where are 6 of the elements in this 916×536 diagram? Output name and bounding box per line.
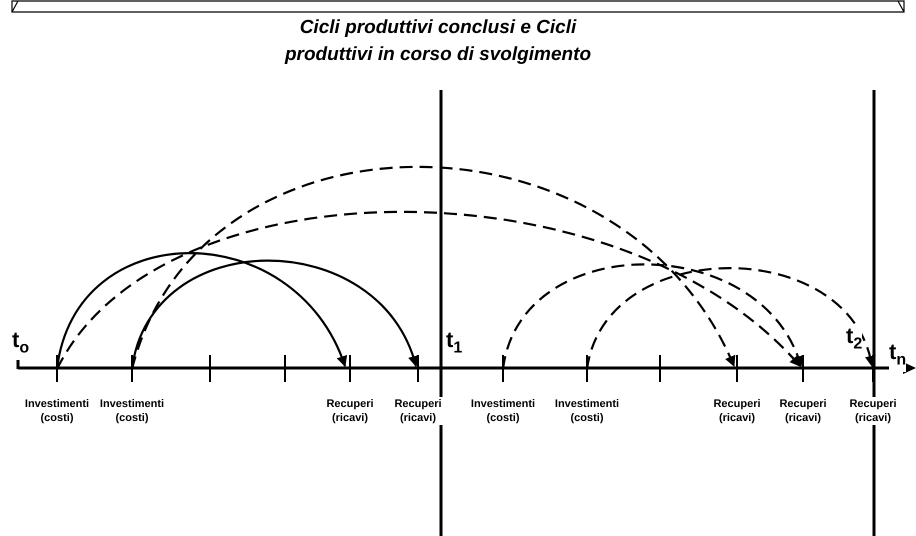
cycle-arrow [502, 263, 802, 370]
diagram-title: Cicli produttivi conclusi e Cicli produttivi in corso di svolgimento [284, 16, 592, 67]
cycle-arrow [130, 260, 418, 370]
cycle-arrow [586, 267, 874, 370]
cycle-arrow [130, 166, 735, 370]
cycle-arrow [56, 252, 346, 370]
